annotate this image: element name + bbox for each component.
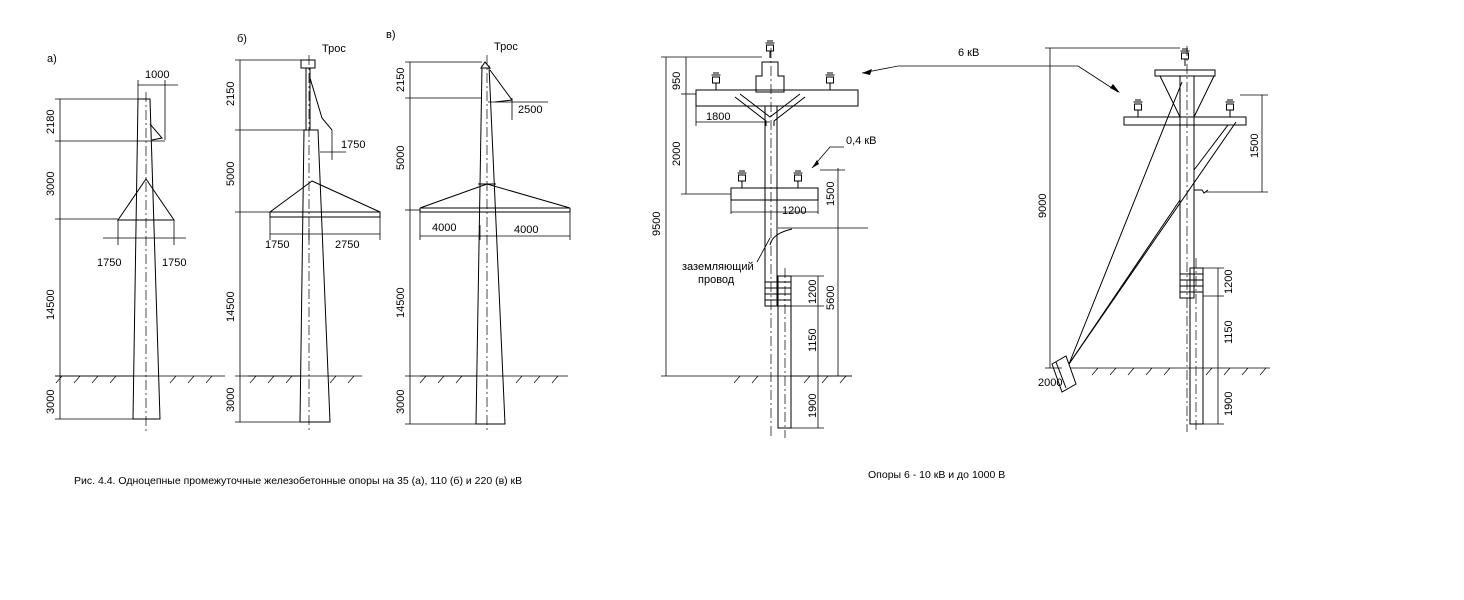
top-insulator-icon — [1180, 48, 1190, 67]
figure-b-dim-1750-left: 1750 — [265, 239, 289, 251]
ground-wire-label-1: заземляющий — [682, 261, 754, 273]
figure-low-voltage-pole: заземляющий провод 950 2000 9500 1800 12… — [651, 40, 877, 438]
right-dim-1500: 1500 — [1249, 134, 1261, 158]
figure-v-tros-label: Трос — [494, 41, 518, 53]
ground-wire-label-2: провод — [698, 274, 735, 286]
insulator-icon — [1133, 99, 1143, 118]
insulator-icon — [793, 170, 803, 189]
figure-b-dim-3000: 3000 — [225, 388, 237, 412]
figure-b-dim-2750-right: 2750 — [335, 239, 359, 251]
low-dim-2000: 2000 — [671, 142, 683, 166]
figure-b-tower: б) Трос 2150 5000 14500 3000 1750 — [225, 33, 381, 432]
figure-v-dim-4000-left: 4000 — [432, 222, 456, 234]
low-dim-1500: 1500 — [825, 182, 837, 206]
caption-left: Рис. 4.4. Одноцепные промежуточные желез… — [74, 475, 522, 487]
figure-v-tower: в) Трос 2150 5000 14500 3000 2500 — [386, 29, 571, 432]
insulator-icon — [1225, 99, 1235, 118]
figure-a-label: а) — [47, 53, 57, 65]
figure-v-ground-hatch — [419, 375, 559, 384]
insulator-icon — [737, 170, 747, 189]
figure-v-dim-5000: 5000 — [395, 146, 407, 170]
caption-right: Опоры 6 - 10 кВ и до 1000 В — [868, 469, 1005, 481]
low-dim-1800: 1800 — [706, 111, 730, 123]
figure-v-dim-14500: 14500 — [395, 287, 407, 318]
figure-b-ground-hatch — [249, 375, 355, 384]
low-dim-1200: 1200 — [807, 280, 819, 304]
low-dim-1150: 1150 — [807, 328, 819, 352]
right-dim-1900: 1900 — [1223, 392, 1235, 416]
high-voltage-callout: 6 кВ — [861, 47, 1120, 93]
figure-b-tros-label: Трос — [322, 43, 346, 55]
figure-right-ground-hatch — [1091, 367, 1267, 376]
figure-v-label: в) — [386, 29, 396, 41]
low-dim-1200-crossarm: 1200 — [782, 205, 806, 217]
figure-a-tower: а) 1000 2180 3000 14500 3000 — [45, 53, 225, 432]
figure-a-dim-1000: 1000 — [145, 69, 169, 81]
figure-a-dim-1750-left: 1750 — [97, 257, 121, 269]
figure-v-dim-4000-right: 4000 — [514, 224, 538, 236]
figure-b-dim-5000: 5000 — [225, 162, 237, 186]
figure-right-pole: 9000 1500 1200 1150 1900 2000 — [1037, 46, 1270, 432]
figure-v-dim-3000: 3000 — [395, 390, 407, 414]
insulator-icon — [825, 72, 835, 91]
figure-v-dim-2500: 2500 — [518, 104, 542, 116]
low-dim-1900: 1900 — [807, 394, 819, 418]
figure-a-dim-1750-right: 1750 — [162, 257, 186, 269]
low-dim-9500: 9500 — [651, 212, 663, 236]
right-dim-1200: 1200 — [1223, 270, 1235, 294]
figure-b-dim-2150: 2150 — [225, 82, 237, 106]
figure-a-ground-hatch — [55, 375, 213, 384]
figure-b-dim-1750-top: 1750 — [341, 139, 365, 151]
figure-a-dim-14500: 14500 — [45, 289, 57, 320]
figure-low-ground-hatch — [733, 375, 847, 384]
top-insulator-icon — [765, 40, 775, 59]
figure-b-dim-14500: 14500 — [225, 291, 237, 322]
figure-a-dim-2180: 2180 — [45, 110, 57, 134]
high-voltage-label: 6 кВ — [958, 47, 979, 59]
right-dim-9000: 9000 — [1037, 194, 1049, 218]
figure-a-dim-3000: 3000 — [45, 172, 57, 196]
low-voltage-label: 0,4 кВ — [846, 135, 877, 147]
low-dim-5600: 5600 — [825, 286, 837, 310]
low-dim-950: 950 — [671, 72, 683, 90]
right-dim-1150: 1150 — [1223, 320, 1235, 344]
figure-b-label: б) — [237, 33, 247, 45]
insulator-icon — [711, 72, 721, 91]
figure-v-dim-2150: 2150 — [395, 68, 407, 92]
figure-a-dim-3000-ground: 3000 — [45, 390, 57, 414]
right-dim-2000: 2000 — [1038, 377, 1062, 389]
